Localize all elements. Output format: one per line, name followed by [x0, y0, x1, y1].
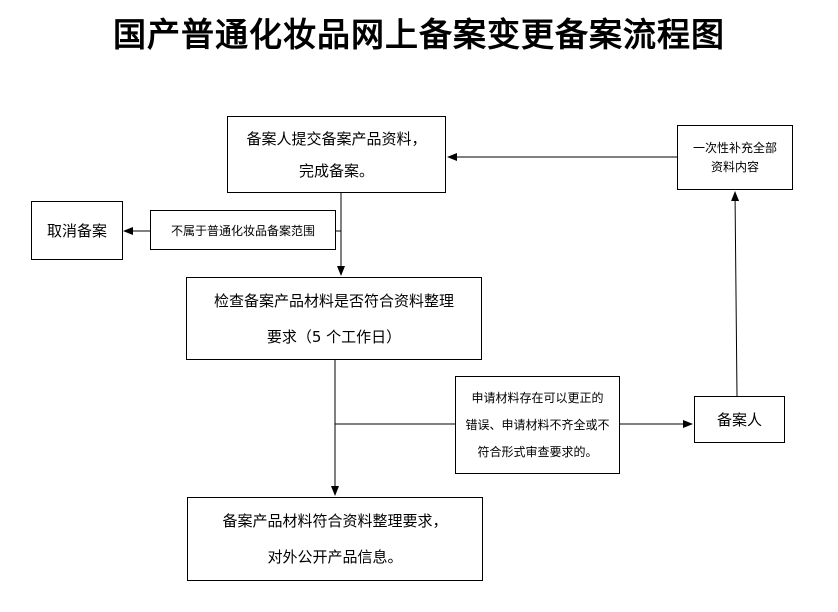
- node-submit: 备案人提交备案产品资料， 完成备案。: [227, 116, 446, 193]
- node-check: 检查备案产品材料是否符合资料整理 要求（5 个工作日）: [186, 277, 482, 360]
- node-cancel: 取消备案: [31, 201, 123, 260]
- node-supplement-line2: 资料内容: [710, 159, 759, 174]
- node-pass-line1: 备案产品材料符合资料整理要求，: [222, 512, 448, 530]
- node-submit-line1: 备案人提交备案产品资料，: [246, 129, 427, 148]
- node-error-line3: 符合形式审查要求的。: [477, 444, 598, 459]
- node-error-line1: 申请材料存在可以更正的: [471, 390, 604, 405]
- arrow-filer-to-supplement: [731, 191, 740, 397]
- node-pass-line2: 对外公开产品信息。: [267, 548, 403, 566]
- node-submit-line2: 完成备案。: [298, 161, 374, 180]
- node-supplement-line1: 一次性补充全部: [692, 140, 777, 155]
- node-check-line1: 检查备案产品材料是否符合资料整理: [213, 291, 454, 310]
- node-cancel-label: 取消备案: [46, 222, 107, 240]
- node-error: 申请材料存在可以更正的 错误、申请材料不齐全或不 符合形式审查要求的。: [455, 376, 620, 474]
- node-filer-label: 备案人: [716, 411, 762, 429]
- node-not-in-scope-label: 不属于普通化妆品备案范围: [170, 223, 315, 238]
- node-filer: 备案人: [694, 396, 785, 443]
- page-title: 国产普通化妆品网上备案变更备案流程图: [113, 15, 725, 54]
- node-check-line2: 要求（5 个工作日）: [266, 327, 402, 346]
- node-supplement: 一次性补充全部 资料内容: [677, 125, 793, 190]
- node-not-in-scope: 不属于普通化妆品备案范围: [150, 210, 336, 250]
- node-error-line2: 错误、申请材料不齐全或不: [465, 417, 610, 432]
- node-pass: 备案产品材料符合资料整理要求， 对外公开产品信息。: [187, 497, 483, 581]
